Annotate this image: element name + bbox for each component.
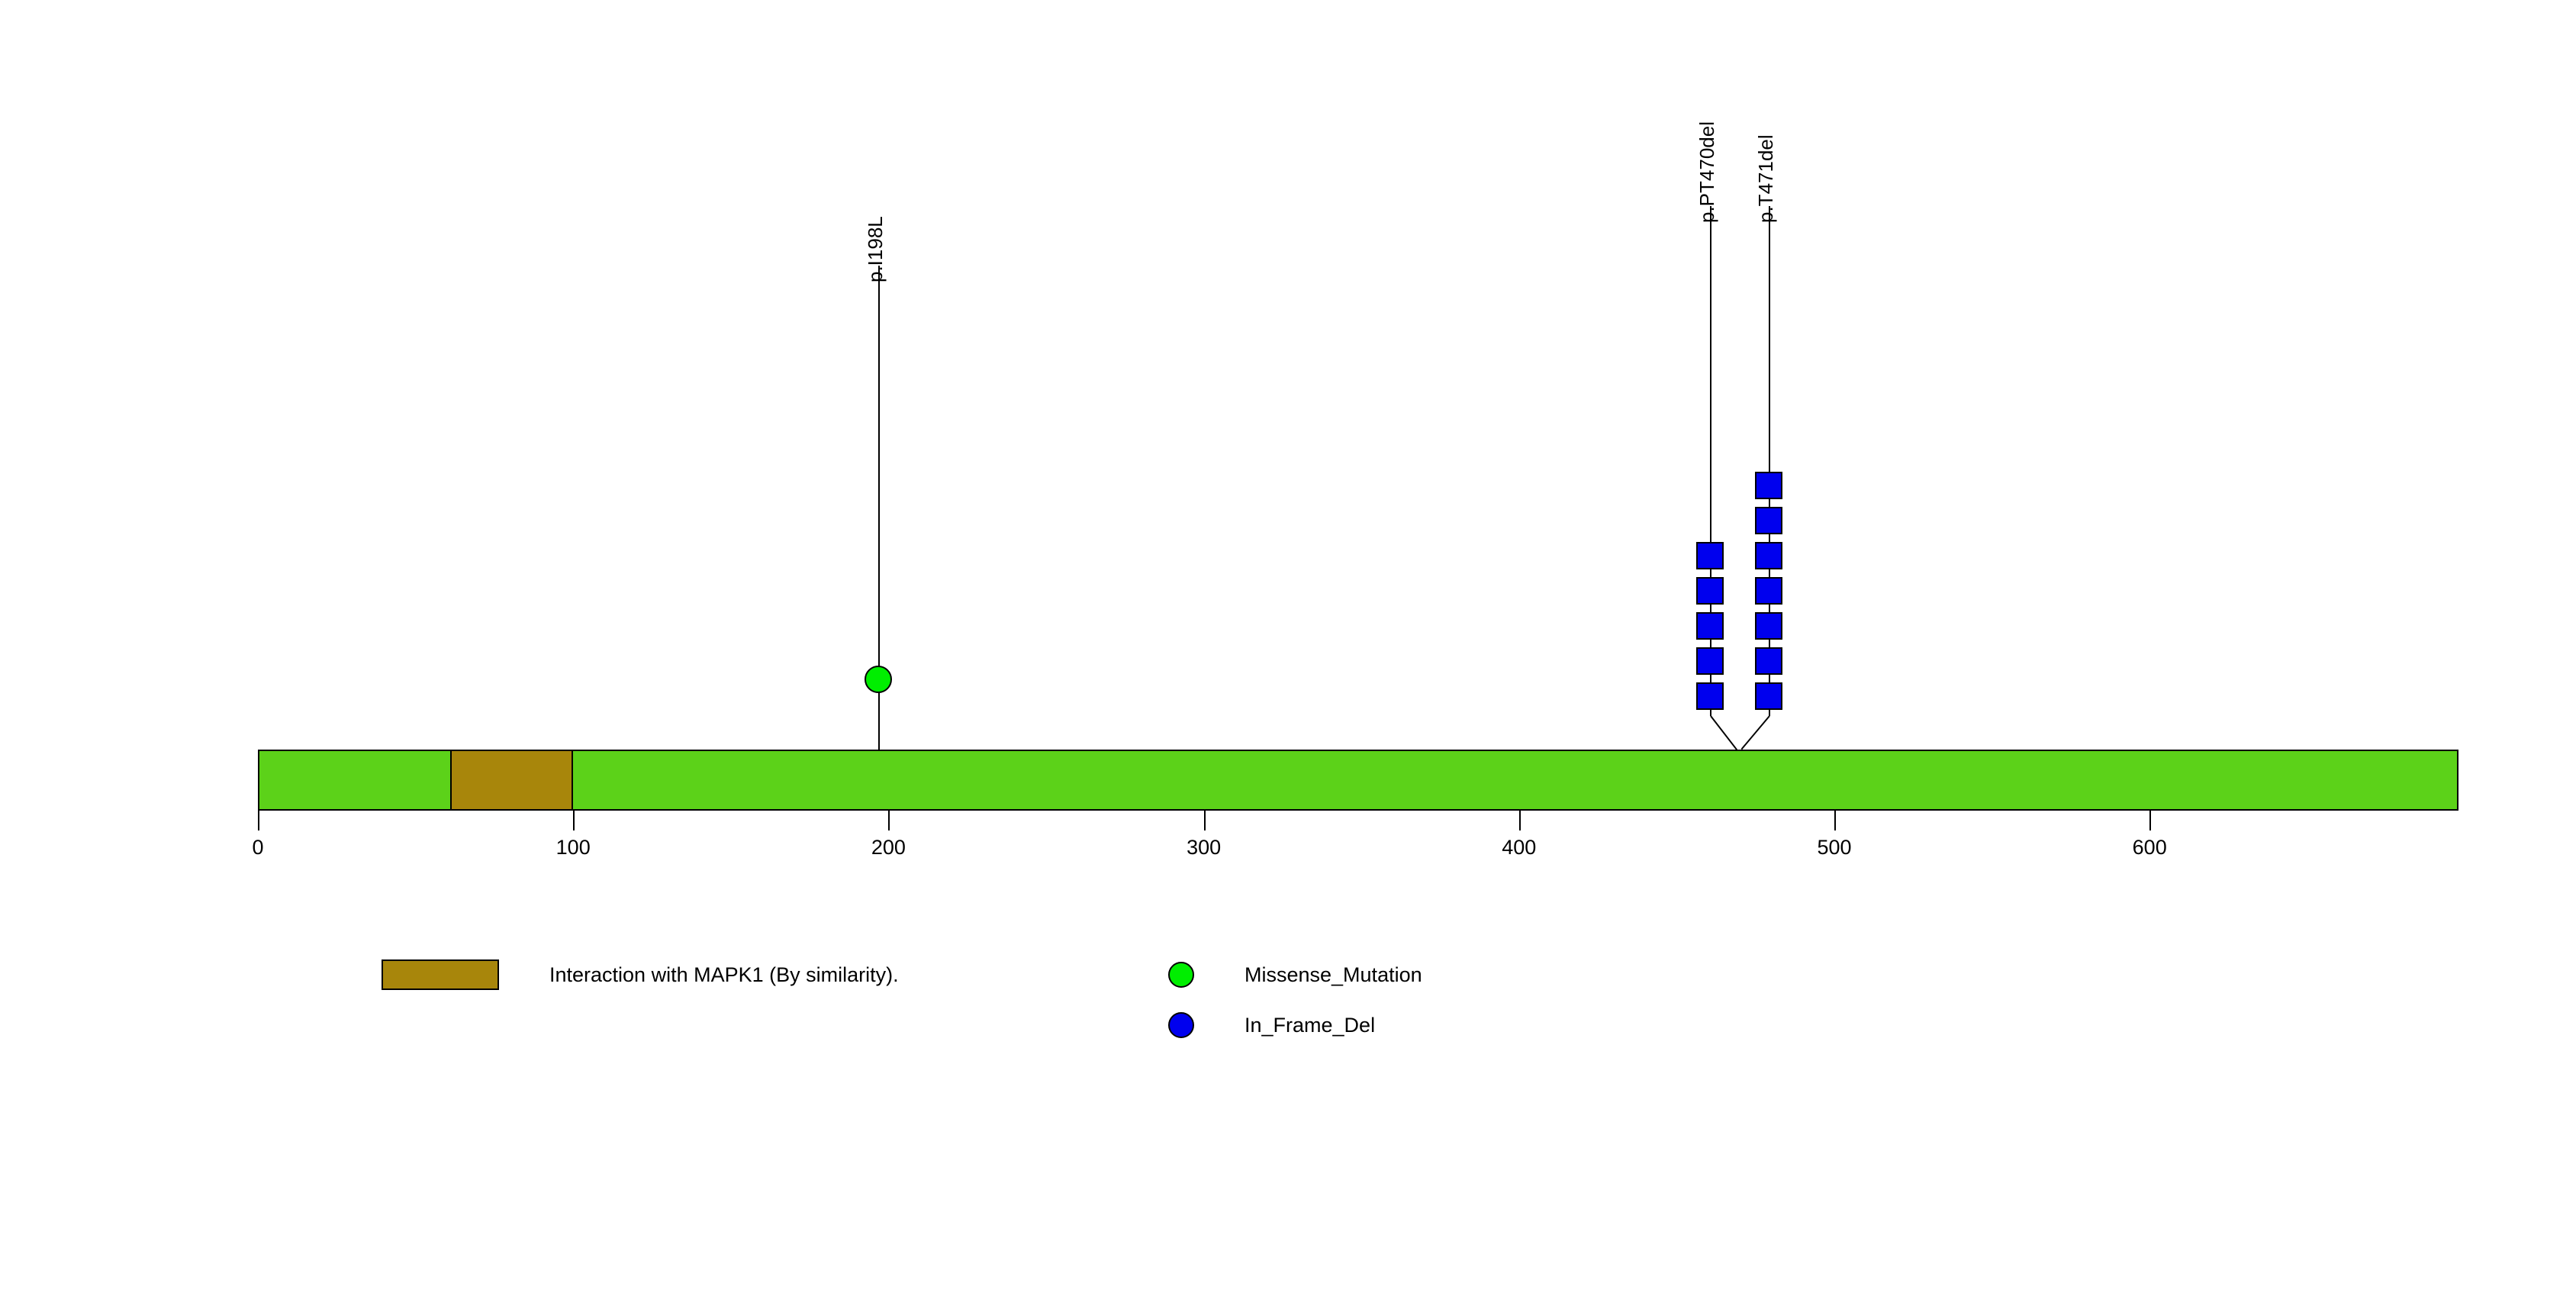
axis-tick-mark bbox=[888, 811, 890, 830]
axis-tick-mark bbox=[1834, 811, 1836, 830]
axis-tick-mark bbox=[1518, 811, 1521, 830]
domain-legend: Interaction with MAPK1 (By similarity). bbox=[382, 959, 899, 990]
axis-tick-label: 300 bbox=[1187, 836, 1222, 859]
mutation-marker[interactable] bbox=[1696, 577, 1724, 605]
legend-label-domain: Interaction with MAPK1 (By similarity). bbox=[549, 963, 899, 986]
axis-tick-mark bbox=[1203, 811, 1206, 830]
axis-tick-mark bbox=[258, 811, 259, 830]
axis-tick-label: 600 bbox=[2132, 836, 2167, 859]
mutation-marker[interactable] bbox=[1696, 647, 1724, 675]
mutation-marker[interactable] bbox=[1755, 612, 1782, 640]
protein-backbone[interactable] bbox=[258, 750, 2458, 811]
mutation-marker[interactable] bbox=[1755, 577, 1782, 605]
lollipop-stem bbox=[878, 266, 880, 750]
axis-tick-mark bbox=[573, 811, 575, 830]
mutation-marker[interactable] bbox=[1755, 507, 1782, 534]
mutation-marker[interactable] bbox=[1755, 472, 1782, 499]
lollipop-stem bbox=[1710, 206, 1711, 716]
lollipop-stem bbox=[1769, 206, 1770, 716]
legend-swatch-in-frame-del bbox=[1168, 1012, 1194, 1038]
mutation-marker[interactable] bbox=[1696, 542, 1724, 569]
mutation-marker[interactable] bbox=[1755, 682, 1782, 710]
axis-tick-mark bbox=[2149, 811, 2152, 830]
axis-tick-label: 100 bbox=[555, 836, 591, 859]
axis-tick-label: 500 bbox=[1817, 836, 1852, 859]
axis-tick-label: 400 bbox=[1502, 836, 1537, 859]
legend-swatch-domain bbox=[382, 959, 499, 990]
mutation-marker[interactable] bbox=[1696, 612, 1724, 640]
axis-tick-label: 0 bbox=[252, 836, 264, 859]
legend-item-in-frame-del: In_Frame_Del bbox=[1168, 1012, 1375, 1038]
mutation-marker[interactable] bbox=[1755, 542, 1782, 569]
legend-label-missense-mutation: Missense_Mutation bbox=[1245, 963, 1422, 986]
mutation-marker[interactable] bbox=[1755, 647, 1782, 675]
mutation-marker[interactable] bbox=[865, 666, 892, 693]
legend-item-missense-mutation: Missense_Mutation bbox=[1168, 962, 1422, 988]
domain-region[interactable] bbox=[450, 751, 574, 809]
mutation-marker[interactable] bbox=[1696, 682, 1724, 710]
axis-tick-label: 200 bbox=[871, 836, 906, 859]
legend-swatch-missense-mutation bbox=[1168, 962, 1194, 988]
legend-label-in-frame-del: In_Frame_Del bbox=[1245, 1014, 1376, 1037]
